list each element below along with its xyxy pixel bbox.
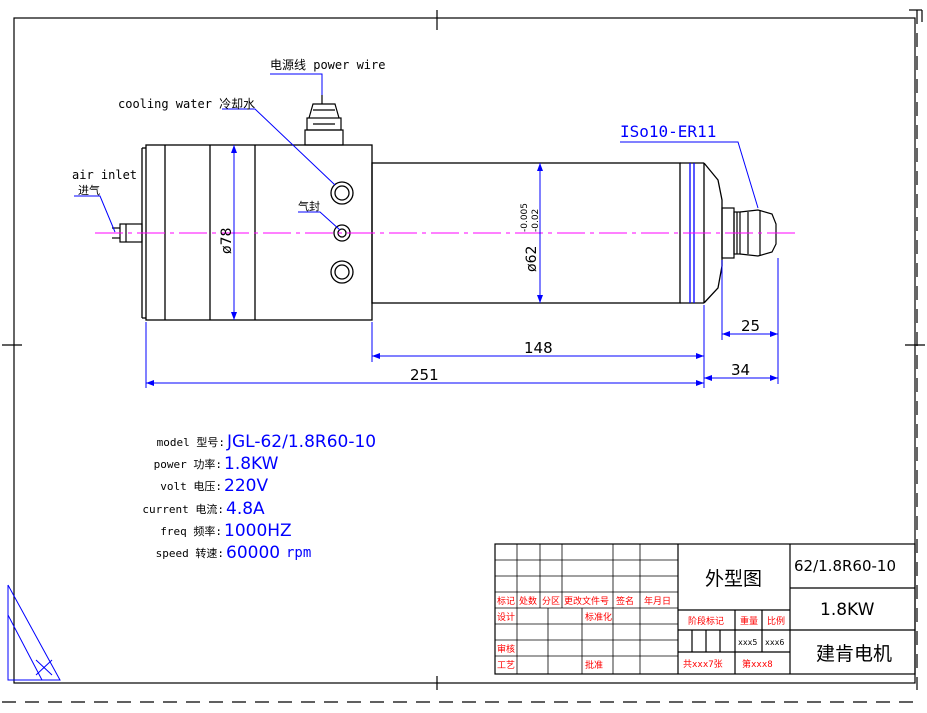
projection-symbol-icon [7, 584, 61, 681]
spec-row-current: current 电流: 4.8A [142, 499, 265, 519]
row-label: 分区 [542, 596, 560, 607]
spec-value: 220V [224, 476, 268, 496]
spec-value: 4.8A [226, 499, 265, 519]
length-dimensions [145, 258, 779, 388]
row-label: 标记 [497, 595, 515, 607]
cooling-water-label: cooling water 冷却水 [118, 97, 255, 111]
scale-value: xxx6 [765, 638, 784, 647]
design-label: 设计 [497, 611, 515, 623]
spec-label: model 型号: [157, 435, 225, 449]
drawing-title: 外型图 [705, 568, 762, 590]
dim-148: 148 [524, 339, 553, 357]
dim-nose-tol-lower: -0.02 [531, 209, 541, 232]
dim-251: 251 [410, 366, 439, 384]
spec-value: 1000HZ [224, 521, 292, 541]
title-block-text: 外型图 62/1.8R60-10 1.8KW 建肯电机 标记 处数 分区 更改文… [497, 557, 896, 671]
spec-label: power 功率: [154, 457, 222, 471]
dimension-arrows [146, 145, 778, 386]
weight-label: 重量 [740, 615, 758, 627]
review-label: 审核 [497, 643, 515, 655]
spec-row-speed: speed 转速: 60000 rpm [156, 543, 312, 563]
process-label: 工艺 [497, 660, 515, 671]
dimension-labels: ø78 ø62 -0.005 -0.02 148 251 25 34 [219, 203, 760, 384]
row-label: 处数 [519, 595, 537, 607]
air-hole-label: 气封 [298, 199, 320, 213]
spec-block: model 型号: JGL-62/1.8R60-10 power 功率: 1.8… [142, 432, 376, 563]
stage-mark-label: 阶段标记 [688, 615, 724, 627]
row-label: 签名 [616, 595, 634, 607]
spec-row-volt: volt 电压: 220V [160, 476, 268, 496]
sheets-total: 共xxx7张 [683, 659, 723, 670]
cable-gland [304, 95, 344, 146]
cooling-port-icon [330, 260, 354, 284]
spec-label: current 电流: [142, 502, 224, 516]
spec-value: JGL-62/1.8R60-10 [226, 432, 376, 452]
dim-nose-tol-upper: -0.005 [520, 203, 530, 232]
dim-25: 25 [741, 317, 760, 335]
callouts: 电源线 power wire cooling water 冷却水 air inl… [72, 58, 716, 213]
standard-label: 标准化 [585, 611, 612, 623]
dim-body-diameter: ø78 [219, 228, 235, 254]
title-block [494, 543, 916, 675]
spec-label: volt 电压: [160, 480, 222, 493]
diameter-dimensions [233, 145, 541, 320]
spec-row-power: power 功率: 1.8KW [154, 454, 279, 474]
row-label: 年月日 [644, 595, 671, 607]
spec-row-freq: freq 频率: 1000HZ [160, 521, 291, 541]
spec-label: speed 转速: [156, 546, 224, 560]
spec-value: 1.8KW [224, 454, 279, 474]
row-label: 更改文件号 [564, 595, 609, 607]
approve-label: 批准 [585, 659, 603, 671]
dim-34: 34 [731, 361, 750, 379]
air-inlet-label: air inlet [72, 168, 137, 182]
spec-row-model: model 型号: JGL-62/1.8R60-10 [157, 432, 376, 452]
power-wire-label: 电源线 power wire [270, 58, 385, 72]
company-name: 建肯电机 [816, 643, 892, 665]
air-inlet-cn-label: 进气 [78, 183, 100, 197]
weight-value: xxx5 [738, 638, 757, 647]
spec-unit: rpm [286, 545, 311, 561]
title-power: 1.8KW [820, 600, 875, 620]
scale-label: 比例 [767, 615, 785, 627]
sheet-number: 第xxx8 [742, 658, 773, 670]
dim-nose-diameter: ø62 [524, 246, 540, 272]
collet-label: ISo10-ER11 [620, 122, 716, 141]
leader-lines [74, 73, 759, 233]
model-code: 62/1.8R60-10 [794, 557, 896, 575]
cooling-port-icon [330, 181, 354, 205]
spec-value: 60000 [226, 543, 280, 563]
spec-label: freq 频率: [160, 524, 222, 538]
drawing-frame [2, 9, 925, 703]
